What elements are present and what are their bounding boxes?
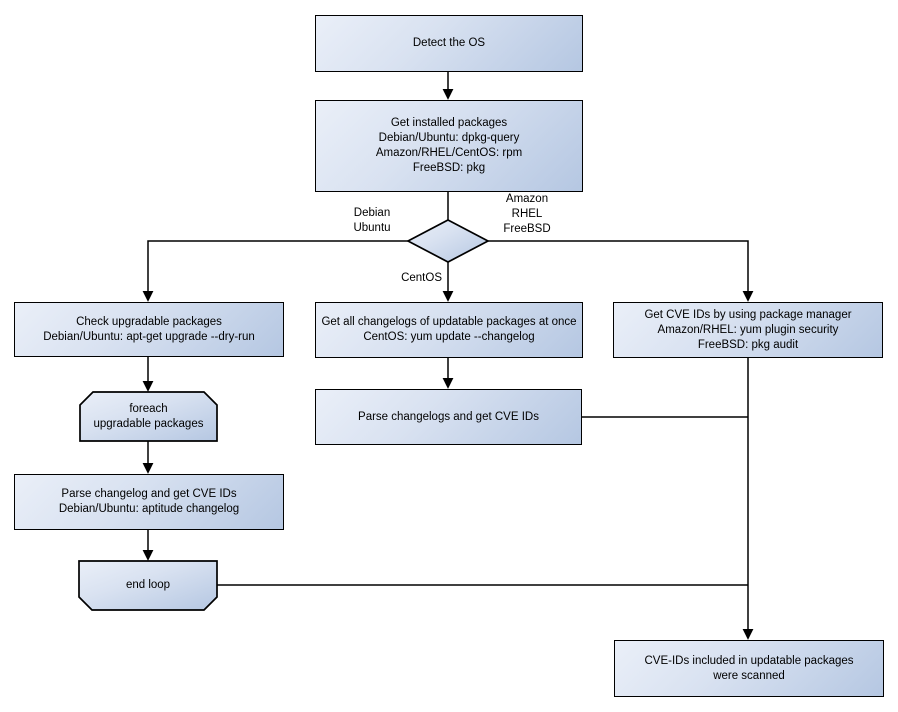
edge-label-line: Amazon xyxy=(505,193,549,205)
node-get-all-changelogs: Get all changelogs of updatable packages… xyxy=(315,302,583,358)
node-text-line: end loop xyxy=(125,579,171,591)
node-get-installed-packages: Get installed packages Debian/Ubuntu: dp… xyxy=(315,100,583,192)
node-foreach-loop-shape xyxy=(79,391,218,442)
node-text-line: CentOS: yum update --changelog xyxy=(363,331,535,343)
node-get-cve-ids: Get CVE IDs by using package manager Ama… xyxy=(613,302,883,358)
node-text-line: foreach xyxy=(129,402,168,415)
node-text-line: Parse changelog and get CVE IDs xyxy=(61,488,237,500)
node-text-line: FreeBSD: pkg xyxy=(412,162,486,174)
edge-label-centos: CentOS xyxy=(380,271,442,286)
connector-decision-to-check-upgradable xyxy=(142,240,408,302)
node-os-decision-diamond xyxy=(406,219,490,263)
node-detect-os: Detect the OS xyxy=(315,15,583,72)
node-text-line: Get CVE IDs by using package manager xyxy=(644,308,852,321)
connector-decision-to-get-cve-ids xyxy=(488,240,754,302)
node-check-upgradable: Check upgradable packages Debian/Ubuntu:… xyxy=(14,302,284,357)
node-text-line: Debian/Ubuntu: dpkg-query xyxy=(378,132,520,144)
node-text-line: Amazon/RHEL: yum plugin security xyxy=(657,323,839,336)
node-text-line: upgradable packages xyxy=(93,417,204,430)
node-text-line: Get all changelogs of updatable packages… xyxy=(321,316,577,328)
node-end-loop-shape xyxy=(78,560,218,611)
edge-label-line: Debian xyxy=(353,207,391,219)
node-text-line: Parse changelogs and get CVE IDs xyxy=(358,410,539,423)
edge-label-line: CentOS xyxy=(401,272,442,284)
node-text-line: Debian/Ubuntu: apt-get upgrade --dry-run xyxy=(43,330,255,343)
edge-label-amazon-rhel-freebsd: Amazon RHEL FreeBSD xyxy=(487,192,567,237)
edge-label-line: Ubuntu xyxy=(353,222,391,234)
node-text-line: Amazon/RHEL/CentOS: rpm xyxy=(375,147,523,159)
node-text-line: Check upgradable packages xyxy=(76,315,222,328)
node-parse-changelogs: Parse changelogs and get CVE IDs xyxy=(315,389,582,445)
node-parse-changelog: Parse changelog and get CVE IDs Debian/U… xyxy=(14,474,284,530)
node-text-line: Detect the OS xyxy=(412,37,486,49)
node-text-line: Debian/Ubuntu: aptitude changelog xyxy=(58,503,240,515)
edge-label-line: FreeBSD xyxy=(503,223,551,235)
edge-label-debian-ubuntu: Debian Ubuntu xyxy=(337,206,407,236)
node-text-line: FreeBSD: pkg audit xyxy=(697,338,799,351)
node-text-line: were scanned xyxy=(713,669,785,682)
node-end-loop-label: end loop xyxy=(79,561,217,610)
node-text-line: CVE-IDs included in updatable packages xyxy=(644,654,854,667)
node-foreach-loop-label: foreach upgradable packages xyxy=(80,392,217,441)
node-scan-result: CVE-IDs included in updatable packages w… xyxy=(614,640,884,697)
node-text-line: Get installed packages xyxy=(390,117,508,129)
edge-label-line: RHEL xyxy=(511,208,543,220)
